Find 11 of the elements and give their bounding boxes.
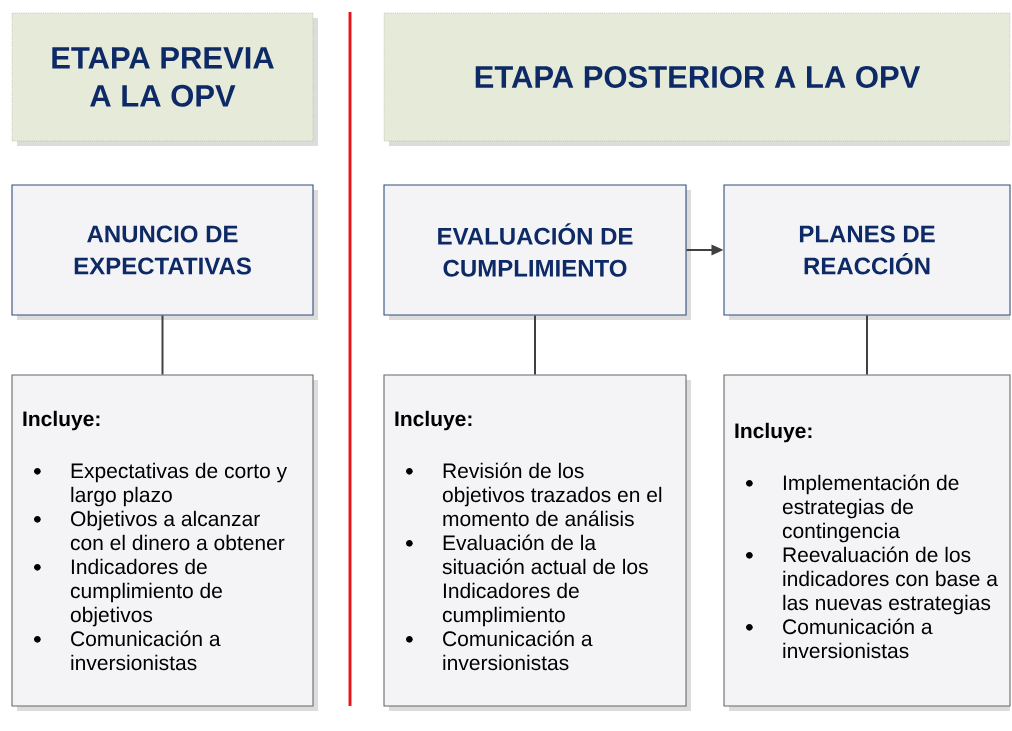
list-box: Incluye: Revisión de los objetivos trazados en el momento de análisis Evaluación de la situación actual de los Indicadores de cumplimiento Comunicación a inversionistas: [383, 374, 687, 707]
phase-header-box: ETAPA POSTERIOR A LA OPV: [383, 12, 1011, 142]
connector-line: [534, 314, 536, 376]
phase-header-box: ETAPA PREVIA A LA OPV: [11, 12, 314, 142]
connector-line: [161, 314, 164, 376]
connector-line: [866, 314, 868, 376]
list-box: Incluye: Implementación de estrategias de contingencia Reevaluación de los indicadores con base a las nuevas estrategias Comunicación a inversionistas: [723, 374, 1011, 707]
stage-box: PLANES DE REACCIÓN: [723, 184, 1011, 316]
list-box: Incluye: Expectativas de corto y largo plazo Objetivos a alcanzar con el dinero a obtener Indicadores de cumplimiento de objetivos Comunicación a inversionistas: [11, 374, 314, 707]
stage-box: ANUNCIO DE EXPECTATIVAS: [11, 184, 314, 316]
stage-box: EVALUACIÓN DE CUMPLIMIENTO: [383, 184, 687, 316]
